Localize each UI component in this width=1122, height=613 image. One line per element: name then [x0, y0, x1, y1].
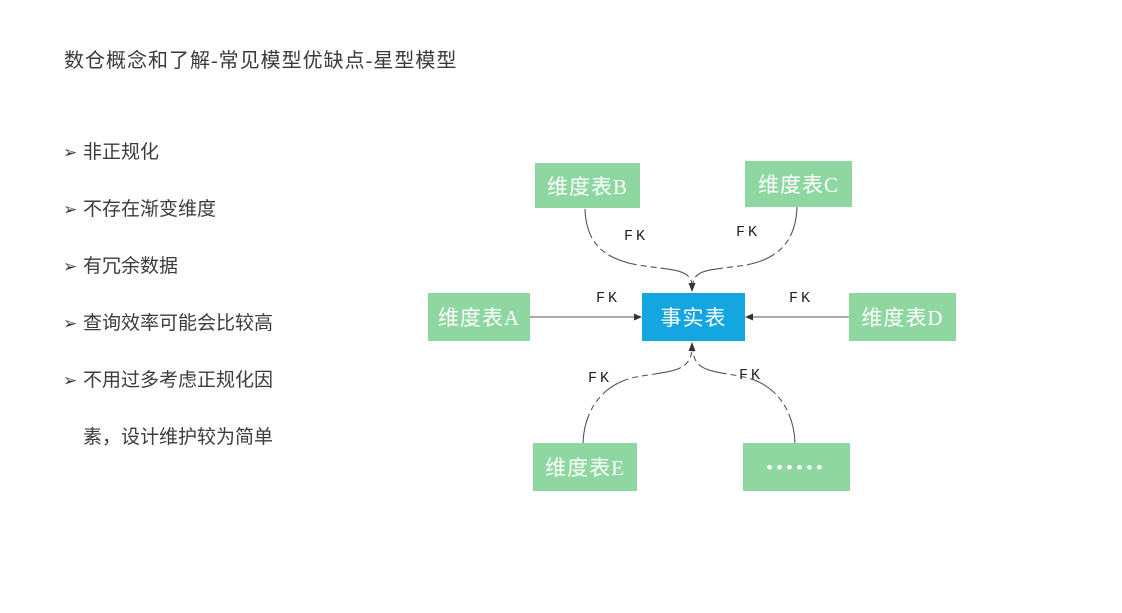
bullet-text: 非正规化: [83, 142, 160, 163]
bullet-arrow-icon: ➢: [63, 257, 78, 276]
connector-dots-fact: [692, 349, 796, 444]
bullet-item: ➢ 有冗余数据: [63, 238, 403, 295]
bullet-item: ➢ 不存在渐变维度: [63, 181, 403, 238]
dimension-table-d-box: 维度表D: [849, 293, 956, 341]
connector-dime-fact: [582, 349, 693, 444]
bullet-item-continuation: 素，设计维护较为简单: [63, 409, 403, 466]
ellipsis-dots-label: ••••••: [766, 457, 827, 477]
arrowhead-up-icon: [688, 342, 696, 351]
bullet-text: 有冗余数据: [83, 256, 179, 277]
bullet-text: 不用过多考虑正规化因: [83, 370, 274, 391]
fk-label-c: FK: [735, 224, 761, 241]
connector-dimc-fact: [692, 206, 798, 285]
fk-label-e: FK: [587, 370, 613, 387]
bullet-item: ➢ 不用过多考虑正规化因: [63, 352, 403, 409]
dimension-table-c-box: 维度表C: [745, 161, 852, 207]
dimension-table-a-label: 维度表A: [437, 306, 521, 330]
fact-table-box: 事实表: [642, 293, 745, 341]
bullet-text: 不存在渐变维度: [83, 199, 217, 220]
page-title: 数仓概念和了解-常见模型优缺点-星型模型: [64, 50, 458, 72]
bullet-arrow-icon: ➢: [63, 143, 78, 162]
dimension-table-b-label: 维度表B: [546, 174, 628, 199]
dimension-table-a-box: 维度表A: [428, 293, 530, 341]
connector-dimb-fact: [584, 208, 693, 285]
fk-label-a: FK: [595, 290, 621, 307]
arrowhead-left-icon: [745, 313, 753, 321]
bullet-item: ➢ 查询效率可能会比较高: [63, 295, 403, 352]
bullet-text: 素，设计维护较为简单: [83, 427, 274, 448]
bullet-arrow-icon: ➢: [63, 371, 78, 390]
dimension-table-c-label: 维度表C: [757, 173, 839, 197]
fk-label-more: FK: [738, 367, 764, 384]
fk-label-d: FK: [788, 290, 814, 307]
dimension-table-d-label: 维度表D: [861, 306, 944, 330]
fact-table-label: 事实表: [660, 306, 727, 330]
dimension-table-b-box: 维度表B: [535, 163, 640, 208]
bullet-arrow-icon: ➢: [63, 314, 78, 333]
dimension-table-e-box: 维度表E: [533, 443, 637, 491]
arrowhead-right-icon: [634, 313, 642, 321]
bullet-list: ➢ 非正规化 ➢ 不存在渐变维度 ➢ 有冗余数据 ➢ 查询效率可能会比较高 ➢ 不用过多考…: [63, 124, 403, 466]
bullet-item: ➢ 非正规化: [63, 124, 403, 181]
dimension-table-more-box: ••••••: [743, 443, 850, 491]
fk-label-b: FK: [623, 228, 649, 245]
dimension-table-e-label: 维度表E: [545, 456, 625, 480]
bullet-arrow-icon: ➢: [63, 200, 78, 219]
arrowhead-down-icon: [688, 283, 696, 292]
bullet-text: 查询效率可能会比较高: [83, 313, 274, 334]
